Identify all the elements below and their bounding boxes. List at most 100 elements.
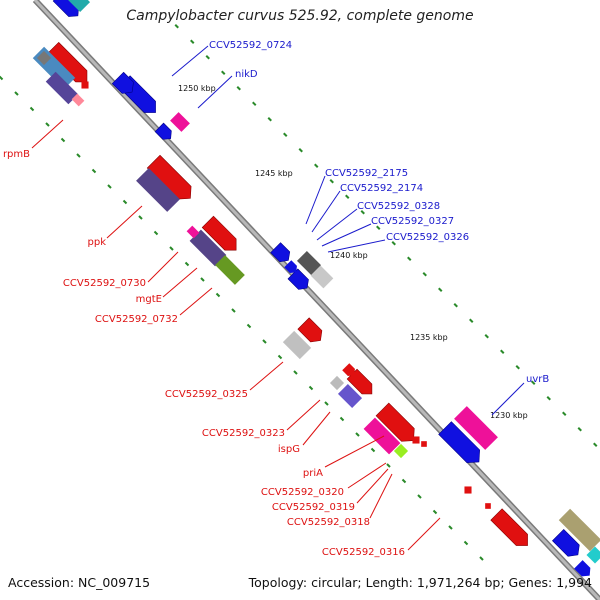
gene-label[interactable]: nikD xyxy=(235,69,258,80)
tick-mark xyxy=(407,256,412,261)
gene-feature[interactable] xyxy=(282,330,312,360)
tick-mark xyxy=(401,478,407,484)
gene-feature[interactable] xyxy=(552,529,583,560)
tick-mark xyxy=(314,163,319,168)
gene-feature[interactable] xyxy=(215,255,245,285)
gene-feature[interactable] xyxy=(297,317,326,346)
gene-feature[interactable] xyxy=(45,71,79,105)
gene-label[interactable]: uvrB xyxy=(526,374,549,385)
tick-mark xyxy=(360,210,365,215)
tick-mark xyxy=(277,354,283,360)
gene-feature[interactable] xyxy=(71,93,85,107)
tick-mark xyxy=(29,106,35,112)
gene-feature[interactable] xyxy=(558,508,600,552)
gene-feature[interactable] xyxy=(146,154,196,204)
tick-mark xyxy=(329,179,334,184)
gene-feature[interactable] xyxy=(310,265,334,289)
tick-mark xyxy=(174,24,179,29)
gene-feature[interactable] xyxy=(482,500,493,511)
accession-text: Accession: NC_009715 xyxy=(8,575,151,590)
forward-strand-genes xyxy=(52,0,600,580)
tick-mark xyxy=(448,525,453,530)
gene-feature[interactable] xyxy=(201,215,242,256)
gene-feature[interactable] xyxy=(586,546,600,564)
gene-feature[interactable] xyxy=(46,41,92,87)
tick-mark xyxy=(562,411,567,416)
tick-mark xyxy=(107,184,112,189)
tick-mark xyxy=(122,199,128,205)
tick-mark xyxy=(438,287,443,292)
gene-label[interactable]: CCV52592_2174 xyxy=(340,183,423,194)
tick-mark xyxy=(153,230,159,236)
tick-mark xyxy=(432,509,438,515)
gene-label[interactable]: ispG xyxy=(278,444,300,455)
scale-label: 1230 kbp xyxy=(490,411,528,420)
scale-label: 1240 kbp xyxy=(330,251,368,260)
gene-label[interactable]: rpmB xyxy=(3,149,30,160)
genome-backbone xyxy=(32,0,600,600)
gene-feature[interactable] xyxy=(186,225,200,239)
gene-label[interactable]: CCV52592_2175 xyxy=(325,168,408,179)
tick-mark xyxy=(190,39,195,44)
gene-label[interactable]: mgtE xyxy=(136,294,162,305)
gene-feature[interactable] xyxy=(375,402,420,447)
gene-feature[interactable] xyxy=(296,250,322,276)
tick-mark xyxy=(169,246,174,251)
gene-feature[interactable] xyxy=(270,242,294,266)
gene-feature[interactable] xyxy=(36,50,52,66)
gene-feature[interactable] xyxy=(65,0,91,13)
tick-mark xyxy=(370,447,376,453)
reverse-strand-genes xyxy=(32,41,533,551)
gene-feature[interactable] xyxy=(454,406,498,450)
tick-mark xyxy=(463,540,469,546)
gene-feature[interactable] xyxy=(78,78,92,92)
gene-feature[interactable] xyxy=(154,122,175,143)
scale-labels: 1250 kbp 1245 kbp 1240 kbp 1235 kbp 1230… xyxy=(178,84,528,420)
tick-mark xyxy=(236,86,241,91)
gene-label[interactable]: CCV52592_0732 xyxy=(95,314,178,325)
gene-feature[interactable] xyxy=(136,168,180,212)
gene-label[interactable]: CCV52592_0319 xyxy=(272,502,355,513)
gene-feature[interactable] xyxy=(111,71,137,97)
map-title: Campylobacter curvus 525.92, complete ge… xyxy=(126,8,474,24)
scale-ticks xyxy=(0,24,598,561)
reverse-leaders xyxy=(31,119,441,551)
gene-feature[interactable] xyxy=(461,483,475,497)
tick-mark xyxy=(0,75,4,81)
gene-label[interactable]: CCV52592_0323 xyxy=(202,428,285,439)
gene-label[interactable]: CCV52592_0327 xyxy=(371,216,454,227)
gene-feature[interactable] xyxy=(490,508,533,551)
gene-label[interactable]: priA xyxy=(303,468,323,479)
tick-mark xyxy=(246,323,252,329)
tick-mark xyxy=(376,225,381,230)
gene-feature[interactable] xyxy=(189,229,227,267)
gene-feature[interactable] xyxy=(393,443,409,459)
gene-feature[interactable] xyxy=(438,421,486,469)
gene-label[interactable]: CCV52592_0328 xyxy=(357,201,440,212)
gene-label[interactable]: CCV52592_0730 xyxy=(63,278,146,289)
tick-mark xyxy=(262,339,267,344)
gene-label[interactable]: CCV52592_0325 xyxy=(165,389,248,400)
tick-mark xyxy=(469,318,474,323)
gene-label[interactable]: CCV52592_0724 xyxy=(209,40,292,51)
tick-mark xyxy=(345,194,350,199)
gene-label[interactable]: CCV52592_0326 xyxy=(386,232,469,243)
gene-feature[interactable] xyxy=(287,268,312,293)
gene-feature[interactable] xyxy=(363,417,401,455)
gene-feature[interactable] xyxy=(342,363,358,379)
gene-feature[interactable] xyxy=(337,383,363,409)
gene-label[interactable]: CCV52592_0318 xyxy=(287,517,370,528)
tick-mark xyxy=(60,137,66,143)
gene-label[interactable]: CCV52592_0320 xyxy=(261,487,344,498)
gene-label[interactable]: ppk xyxy=(88,237,107,248)
gene-feature[interactable] xyxy=(329,375,345,391)
gene-feature[interactable] xyxy=(574,560,594,580)
gene-feature[interactable] xyxy=(418,438,429,449)
gene-feature[interactable] xyxy=(409,433,423,447)
tick-mark xyxy=(355,432,360,437)
tick-mark xyxy=(479,556,484,561)
gene-feature[interactable] xyxy=(284,260,300,276)
gene-feature[interactable] xyxy=(170,112,190,132)
tick-mark xyxy=(267,117,272,122)
gene-label[interactable]: CCV52592_0316 xyxy=(322,547,405,558)
